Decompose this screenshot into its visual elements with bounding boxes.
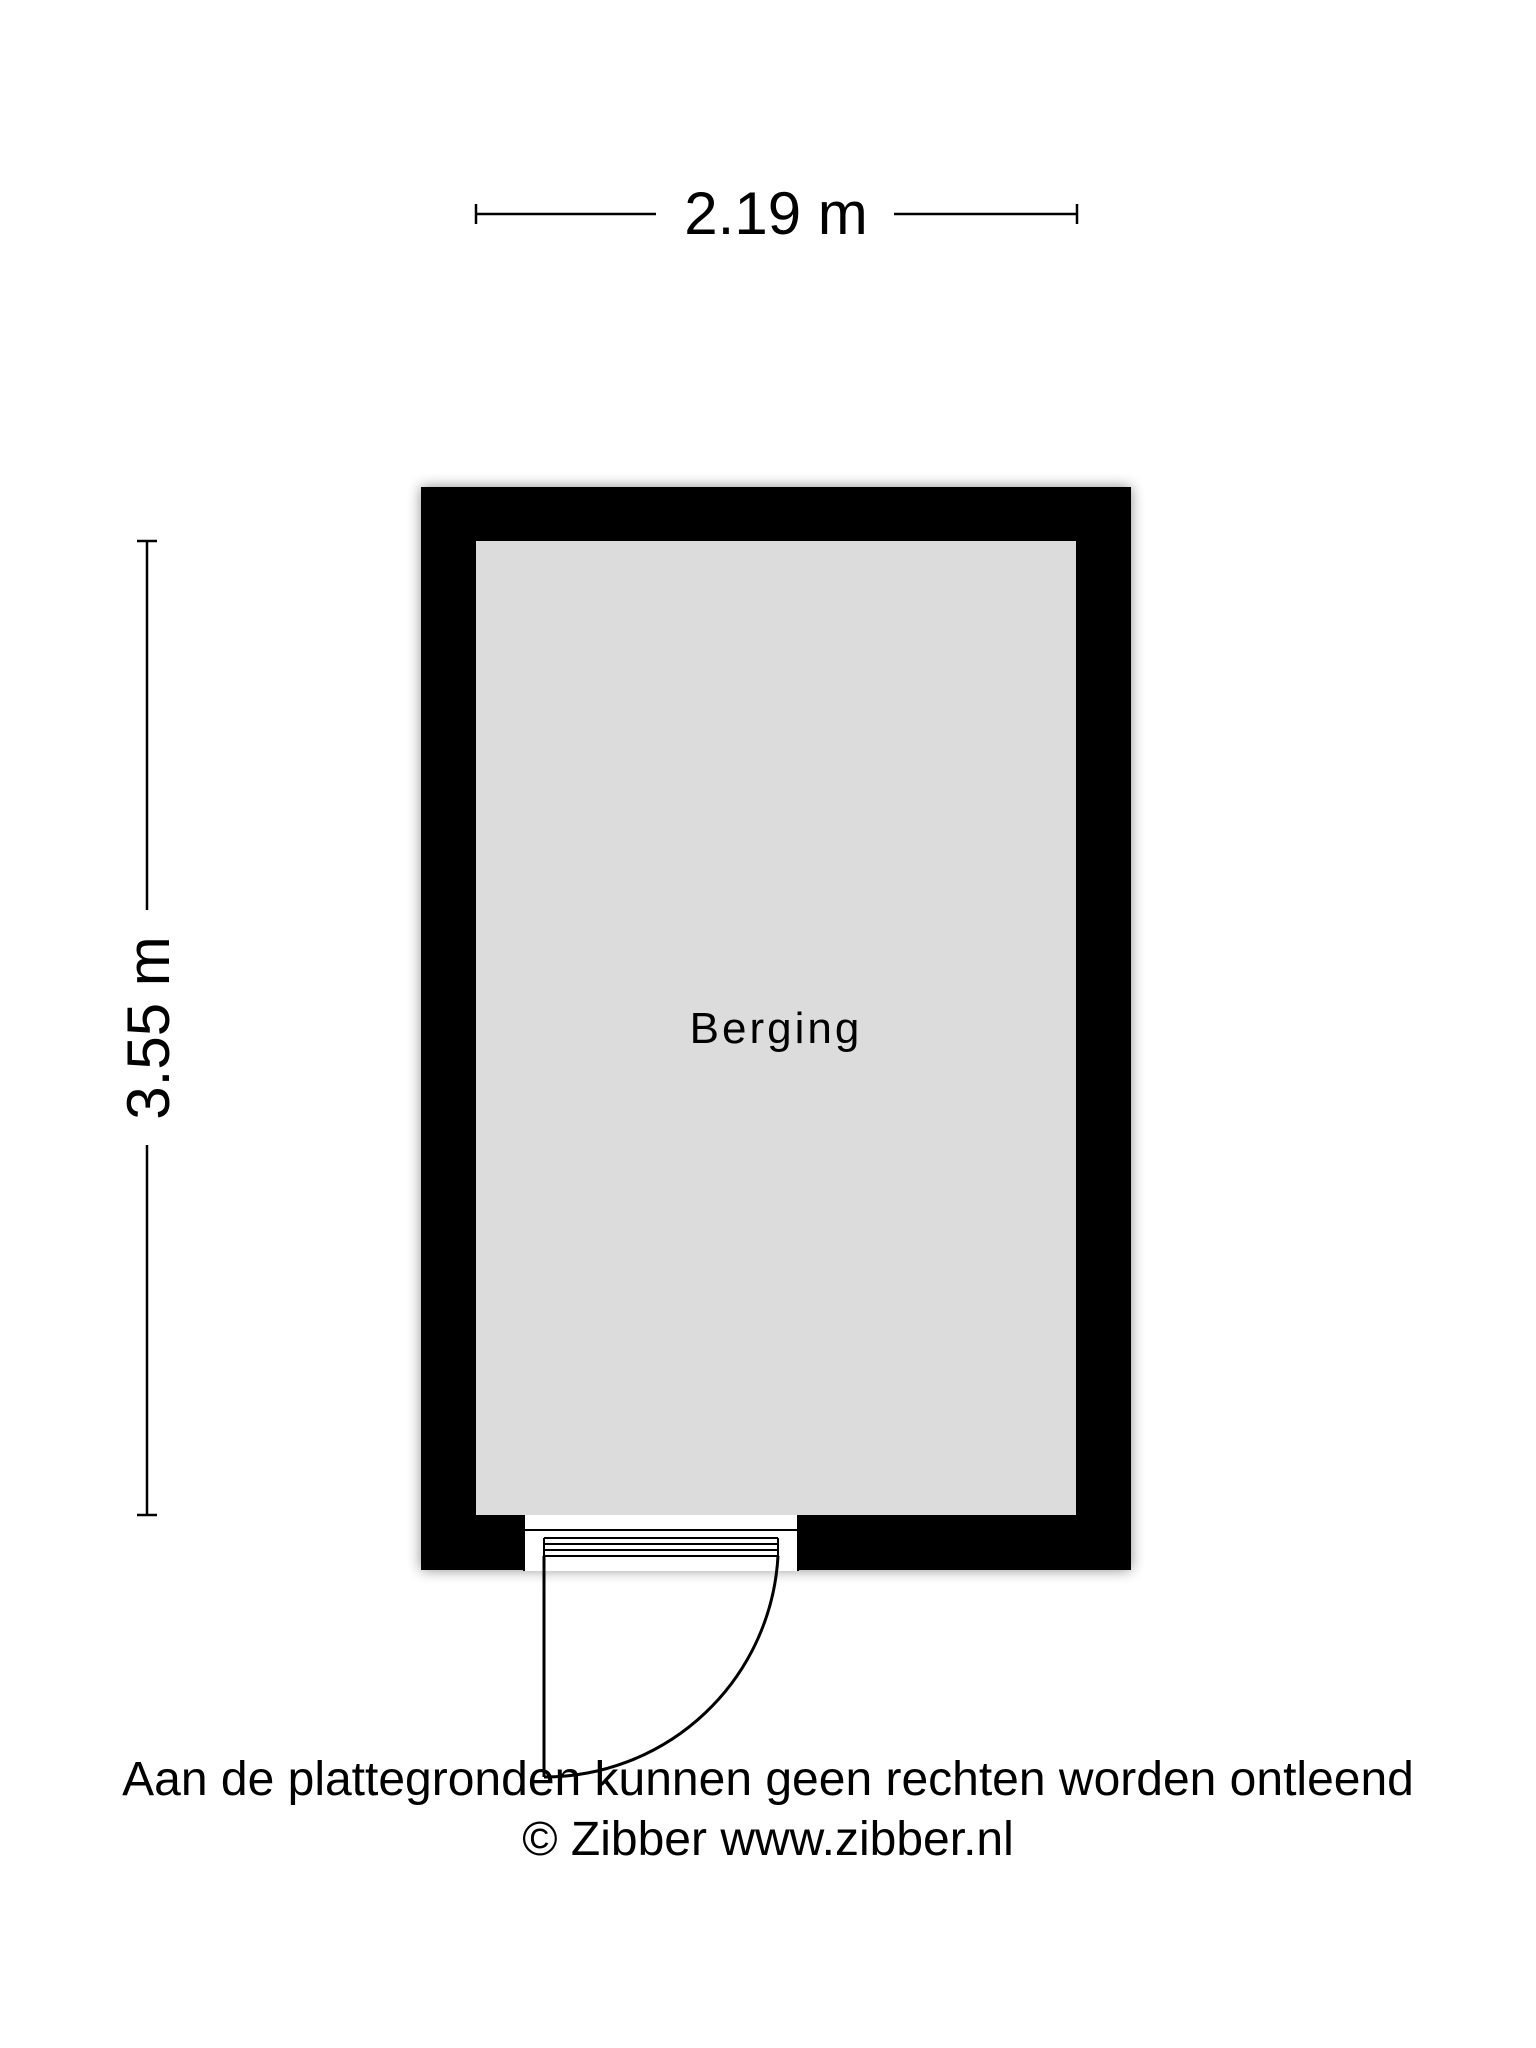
height-dimension: 3.55 m: [115, 539, 182, 1517]
width-dimension: 2.19 m: [474, 180, 1079, 247]
door-swing-arc: [543, 1555, 780, 1779]
copyright-text: © Zibber www.zibber.nl: [522, 1813, 1014, 1866]
disclaimer-text: Aan de plattegronden kunnen geen rechten…: [122, 1753, 1414, 1806]
door-swing: [542, 1555, 780, 1779]
room-label: Berging: [690, 1004, 863, 1053]
width-dimension-label: 2.19 m: [684, 180, 867, 247]
room-floor: [476, 541, 1076, 1515]
height-dimension-label: 3.55 m: [115, 936, 182, 1119]
door-opening: [523, 1515, 799, 1571]
